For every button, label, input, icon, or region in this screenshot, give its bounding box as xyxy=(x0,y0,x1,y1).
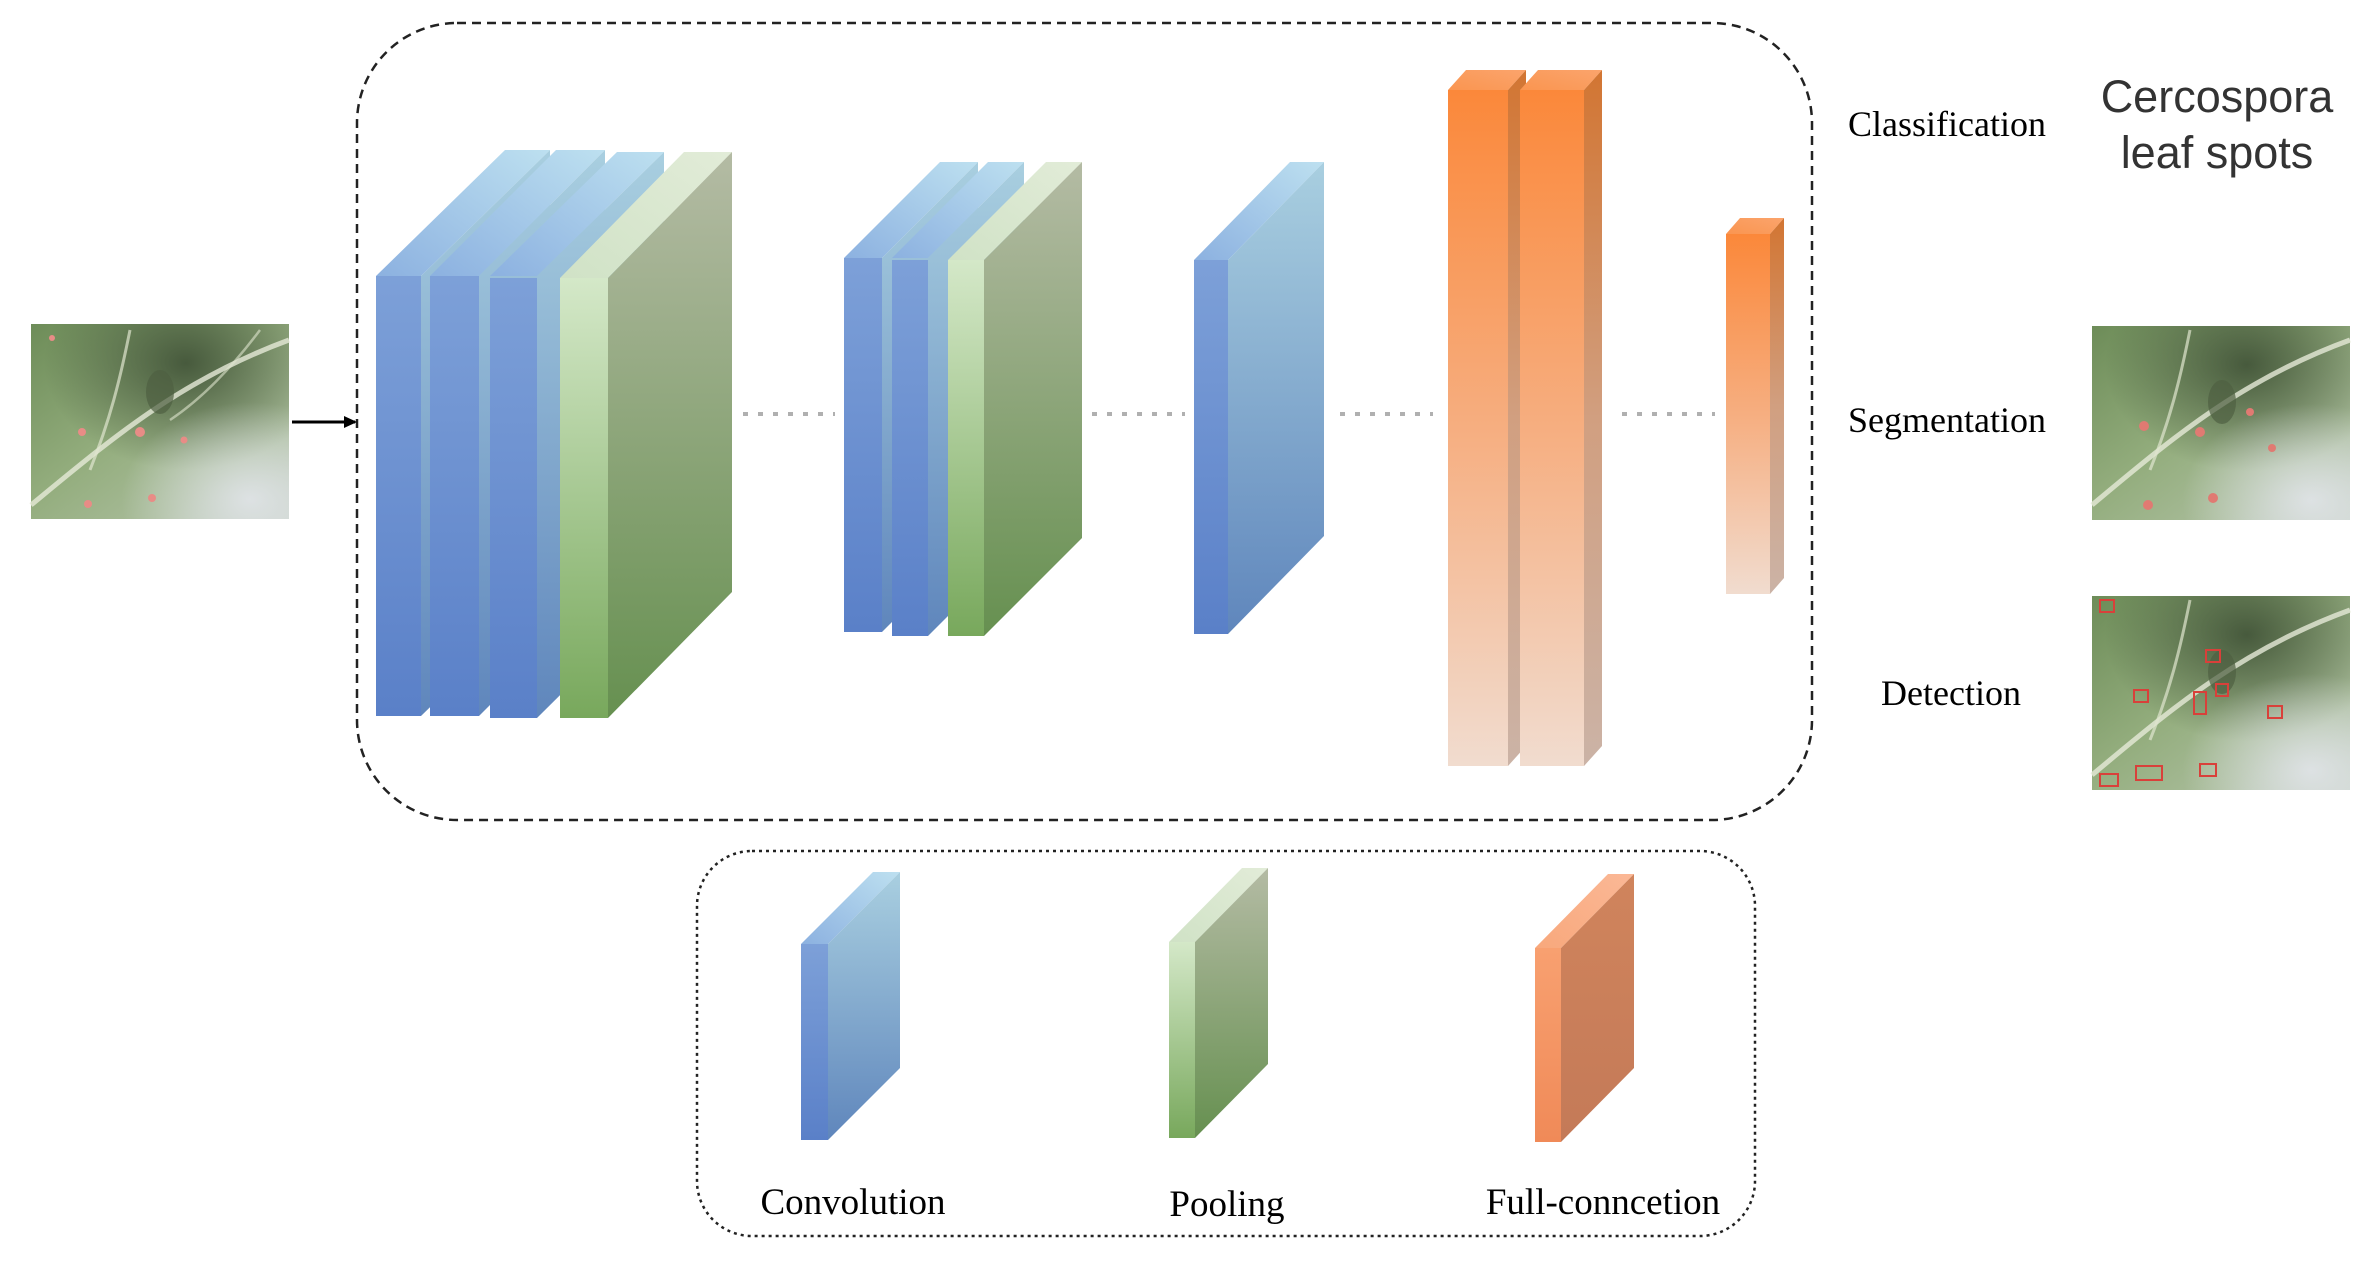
segmentation-output-image xyxy=(2090,326,2351,520)
conv-block-2 xyxy=(844,162,1082,636)
legend-label-convolution: Convolution xyxy=(760,1182,945,1223)
conv-block-3 xyxy=(1194,162,1324,634)
detection-box xyxy=(2133,689,2149,703)
label-detection: Detection xyxy=(1881,673,2021,713)
label-classification: Classification xyxy=(1848,104,2046,144)
detection-box xyxy=(2099,599,2115,613)
legend-convolution-swatch xyxy=(801,872,900,1140)
detection-box xyxy=(2215,683,2229,697)
detection-box xyxy=(2135,765,2163,781)
detection-output-image xyxy=(2090,596,2351,790)
output-title-line2: leaf spots xyxy=(2121,127,2314,178)
fc-output-layer xyxy=(1726,218,1784,594)
legend-label-full-connection: Full-conncetion xyxy=(1486,1182,1720,1223)
network-frame xyxy=(355,21,1814,822)
fc-block xyxy=(1448,70,1602,766)
output-title-line1: Cercospora xyxy=(2101,71,2335,122)
detection-box xyxy=(2199,763,2217,777)
detection-box xyxy=(2205,649,2221,663)
legend-frame xyxy=(695,849,1757,1238)
label-segmentation: Segmentation xyxy=(1848,400,2046,440)
legend-pooling-swatch xyxy=(1169,868,1268,1138)
detection-box xyxy=(2193,691,2207,715)
legend-label-pooling: Pooling xyxy=(1169,1184,1284,1225)
conv-block-1 xyxy=(376,150,732,718)
detection-box xyxy=(2267,705,2283,719)
input-leaf-image xyxy=(29,324,290,519)
legend-full-connection-swatch xyxy=(1535,874,1634,1142)
detection-box xyxy=(2099,773,2119,787)
